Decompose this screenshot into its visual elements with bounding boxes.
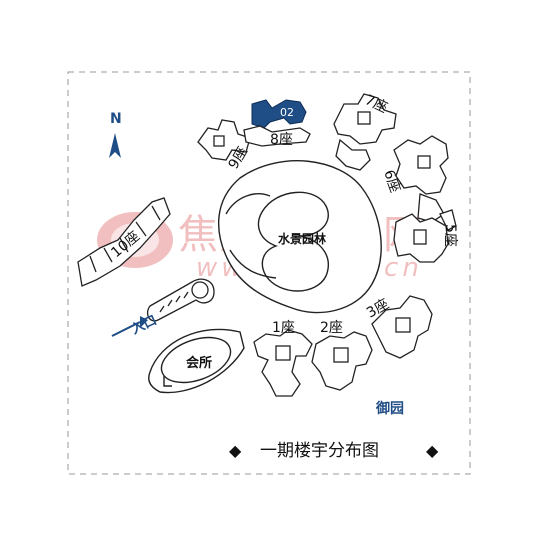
- building-10: [77, 197, 171, 287]
- clubhouse-label: 会所: [186, 355, 212, 371]
- building-1-label: 1座: [272, 320, 295, 336]
- building-1: [253, 329, 313, 397]
- water-garden: [217, 160, 382, 314]
- garden-label: 水景园林: [278, 231, 326, 246]
- north-compass: N: [109, 111, 122, 158]
- building-2: [311, 331, 373, 391]
- entrance-gateway: [146, 278, 215, 322]
- title-marker-left: ◆: [229, 441, 242, 460]
- highlighted-unit-label: 02: [280, 106, 294, 119]
- building-5: [393, 209, 457, 263]
- entrance-arrow-icon: [111, 321, 141, 337]
- compass-letter: N: [110, 111, 122, 127]
- building-5-label: 5座: [442, 224, 458, 247]
- north-arrow-icon: [109, 133, 121, 158]
- yuyuan-label: 御园: [375, 400, 404, 417]
- building-8-label: 8座: [270, 132, 293, 148]
- building-6: [393, 135, 449, 223]
- map-title-row: ◆ 一期楼宇分布图 ◆: [229, 441, 439, 461]
- title-marker-right: ◆: [426, 441, 439, 460]
- building-6-label: 6座: [380, 168, 403, 195]
- entrance-marker: 入口: [111, 313, 159, 338]
- building-2-label: 2座: [320, 320, 343, 336]
- highlighted-unit[interactable]: 02: [251, 99, 307, 129]
- map-title: 一期楼宇分布图: [260, 441, 379, 461]
- building-8: [243, 125, 311, 147]
- clubhouse: [148, 328, 245, 394]
- building-3: [371, 295, 433, 359]
- building-7: [333, 93, 397, 171]
- dashed-frame: [67, 71, 471, 475]
